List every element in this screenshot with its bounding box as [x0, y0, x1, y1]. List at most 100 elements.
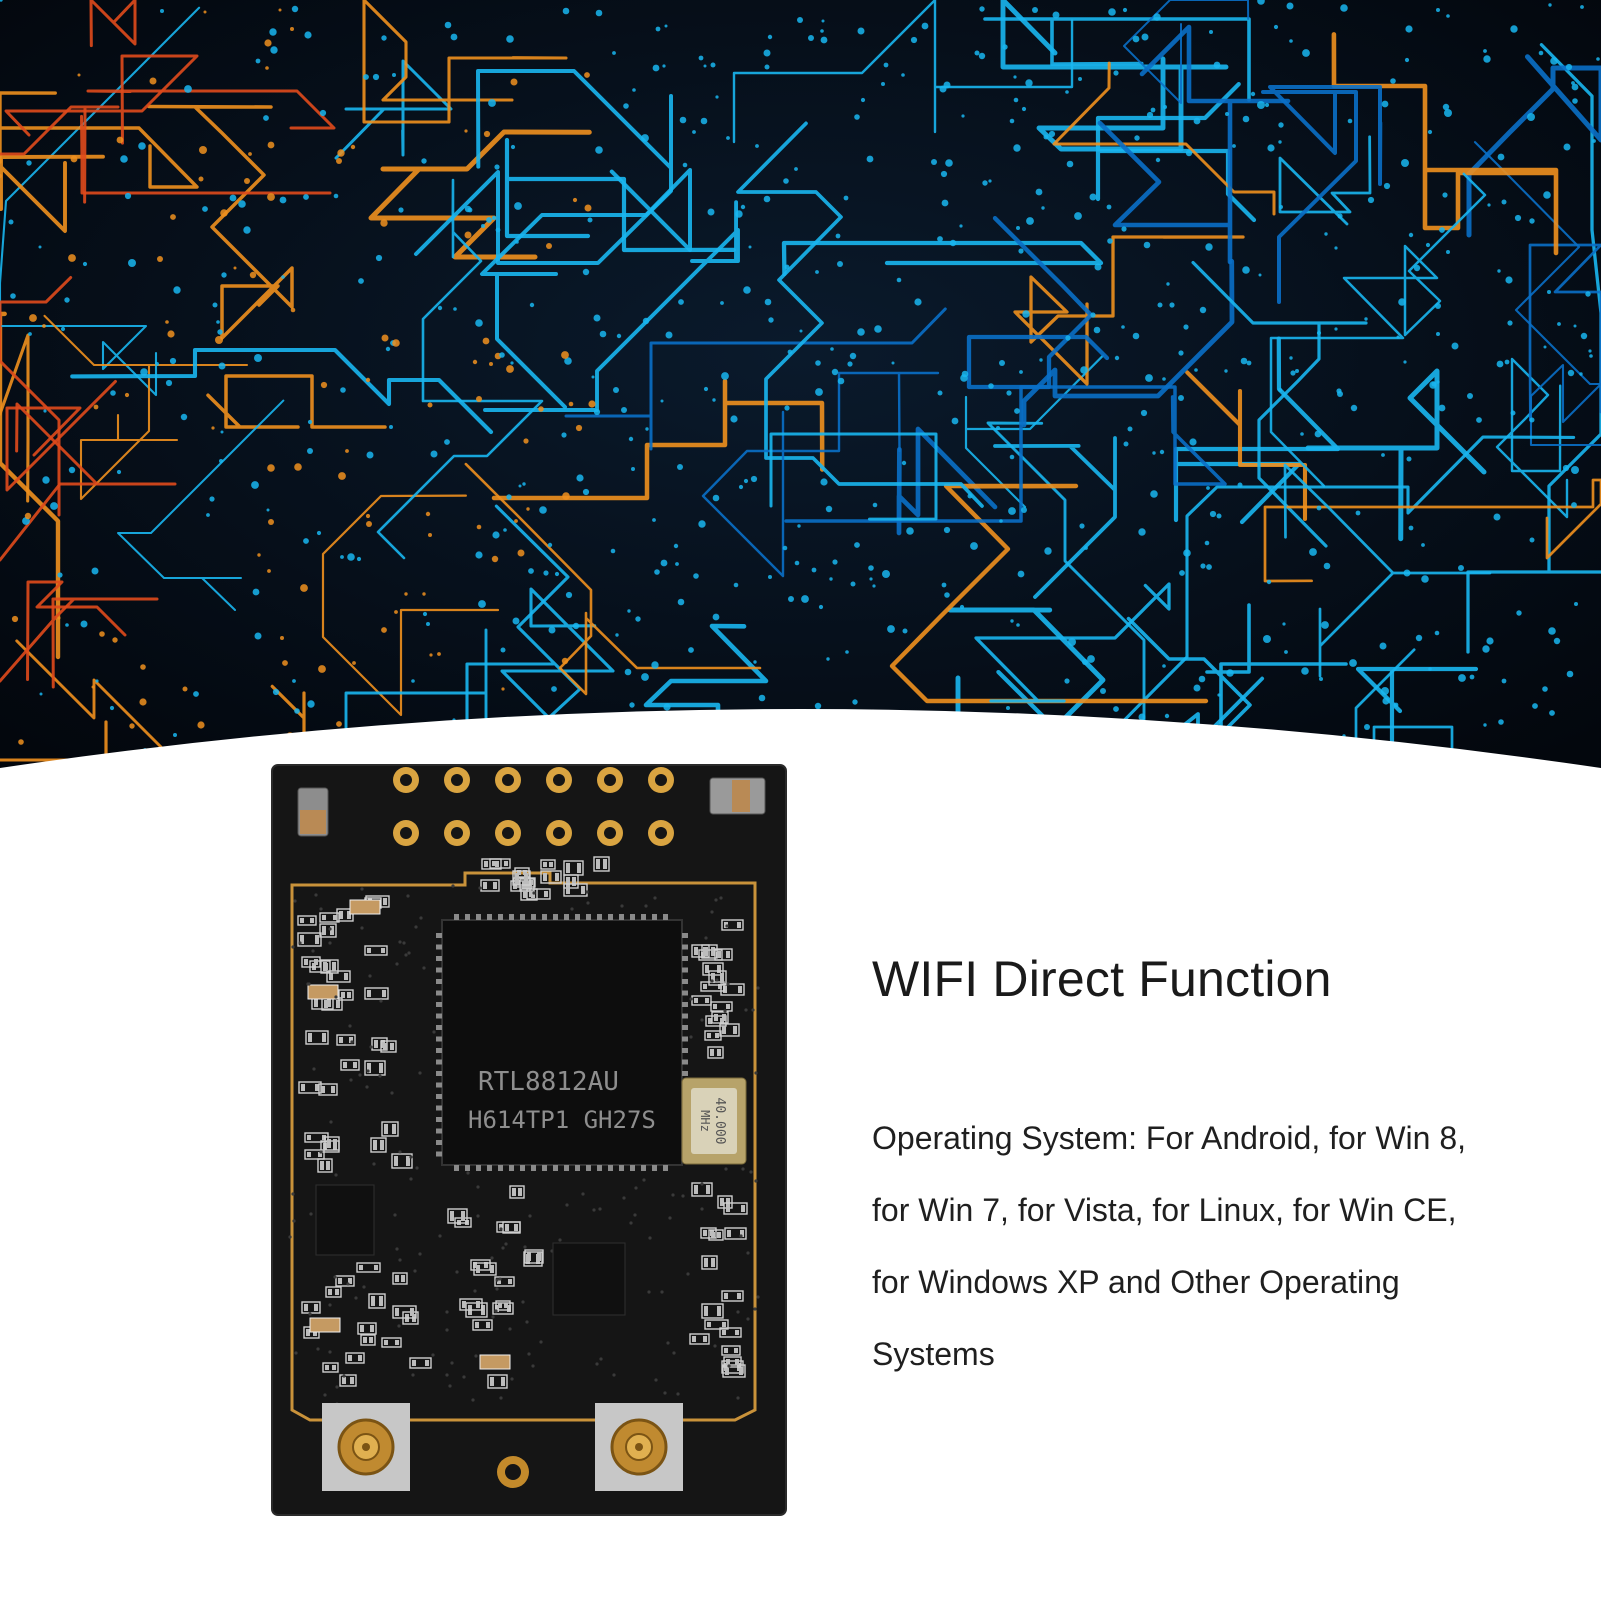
via-dot — [42, 324, 46, 328]
via-dot — [26, 160, 32, 166]
via-dot — [767, 34, 773, 40]
via-dot — [1493, 513, 1501, 521]
via-dot — [794, 560, 800, 566]
via-dot — [1337, 213, 1343, 219]
circuit-trace — [86, 89, 336, 130]
via-dot — [1078, 77, 1082, 81]
board-via — [348, 1024, 352, 1028]
smd-pad-outline — [473, 1262, 497, 1276]
via-dot — [673, 543, 679, 549]
via-dot — [1566, 670, 1574, 678]
smd-pad — [725, 1367, 729, 1375]
smd-pad-outline — [563, 860, 584, 876]
via-dot — [1497, 269, 1501, 273]
smd-pad — [708, 1018, 712, 1024]
chip-pin — [682, 1002, 688, 1007]
board-via — [660, 1290, 664, 1294]
via-dot — [57, 572, 63, 578]
via-dot — [1336, 388, 1342, 394]
smd-pad-outline — [701, 1303, 724, 1319]
via-dot — [155, 362, 159, 366]
board-via — [676, 1392, 680, 1396]
via-dot — [381, 334, 389, 342]
board-via — [308, 1312, 312, 1316]
board-via — [586, 901, 590, 905]
via-dot — [999, 360, 1005, 366]
smd-pad — [339, 1037, 343, 1043]
via-dot — [758, 694, 766, 702]
via-dot — [584, 72, 590, 78]
via-dot — [883, 62, 889, 68]
smd-pad — [740, 1230, 744, 1237]
board-via — [595, 1362, 599, 1366]
via-dot — [514, 519, 518, 523]
chip-pin — [652, 914, 657, 920]
via-dot — [547, 542, 553, 548]
smd-pad — [476, 1265, 480, 1273]
board-via — [654, 1378, 658, 1382]
chip-pin — [436, 1025, 442, 1030]
via-dot — [333, 193, 339, 199]
via-dot — [1114, 355, 1120, 361]
smd-pad — [715, 1033, 719, 1038]
board-via — [311, 949, 315, 953]
via-dot — [248, 152, 252, 156]
via-dot — [1574, 602, 1578, 606]
smd-pad-outline — [502, 1221, 521, 1234]
board-via — [328, 941, 332, 945]
board-via — [686, 1272, 690, 1276]
board-via — [494, 1309, 498, 1313]
smd-pad-outline — [301, 956, 321, 968]
chip-pin — [641, 914, 646, 920]
circuit-trace — [1185, 370, 1308, 522]
smd-pad — [339, 911, 343, 919]
via-dot — [421, 158, 427, 164]
via-dot — [1596, 57, 1600, 61]
smd-pad — [523, 870, 527, 875]
via-dot — [1557, 322, 1561, 326]
chip-pin — [531, 1165, 536, 1171]
smd-pad-outline — [447, 1208, 468, 1224]
via-dot — [1065, 335, 1071, 341]
via-dot — [613, 387, 619, 393]
via-dot — [837, 261, 843, 267]
via-dot — [1458, 565, 1464, 571]
smd-pad — [722, 1330, 726, 1335]
via-dot — [1013, 75, 1017, 79]
pin-hole-center — [553, 774, 565, 786]
smd-pad — [493, 882, 497, 889]
smd-pad — [358, 1355, 362, 1361]
smd-pad-outline — [723, 1356, 742, 1368]
smd-pad — [367, 1063, 371, 1073]
circuit-trace — [1123, 0, 1250, 104]
smd-pad — [738, 986, 742, 993]
circuit-trace — [491, 378, 825, 501]
smd-pad-outline — [381, 1337, 402, 1348]
board-via — [700, 1182, 704, 1186]
via-dot — [1084, 546, 1088, 550]
board-via — [634, 1186, 638, 1190]
via-dot — [1349, 659, 1357, 667]
via-dot — [1157, 302, 1163, 308]
via-dot — [808, 35, 814, 41]
smd-pad — [513, 883, 517, 889]
board-via — [418, 1252, 422, 1256]
board-via — [653, 896, 657, 900]
chip-pin — [663, 914, 668, 920]
via-dot — [652, 64, 660, 72]
chip-pin — [436, 967, 442, 973]
via-dot — [1043, 134, 1049, 140]
via-dot — [267, 193, 275, 201]
via-dot — [184, 85, 192, 93]
board-via — [714, 898, 718, 902]
via-dot — [437, 652, 441, 656]
via-dot — [506, 494, 512, 500]
via-dot — [1166, 282, 1170, 286]
capacitor-top-left-body — [300, 810, 326, 834]
smd-pad — [333, 1139, 337, 1148]
smd-pad — [703, 1336, 707, 1342]
crystal-oscillator: 40.000 MHz — [681, 1077, 747, 1165]
via-dot — [1284, 650, 1288, 654]
smd-pad-outline — [472, 1319, 493, 1331]
board-via — [642, 1178, 646, 1182]
